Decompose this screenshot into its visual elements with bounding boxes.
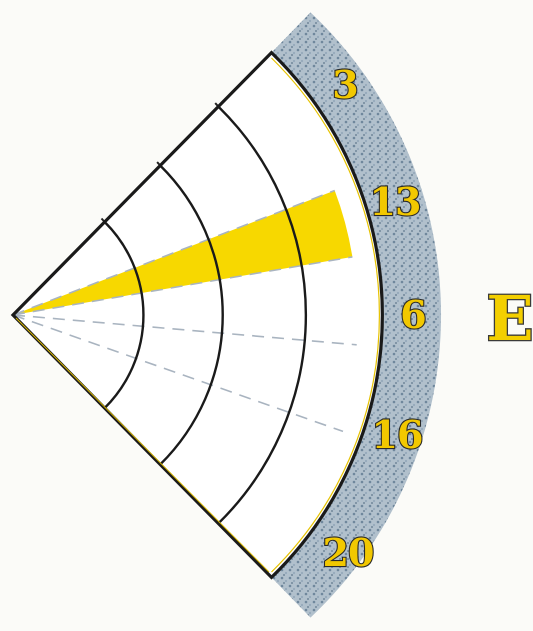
sector-number-2: 13 [370,179,421,224]
sector-background [13,53,382,578]
sector-number-5: 20 [323,530,374,575]
sector-number-4: 16 [372,412,423,457]
direction-label: E [486,282,533,355]
sector-number-1: 3 [332,62,357,107]
sector-number-3: 6 [400,292,425,337]
